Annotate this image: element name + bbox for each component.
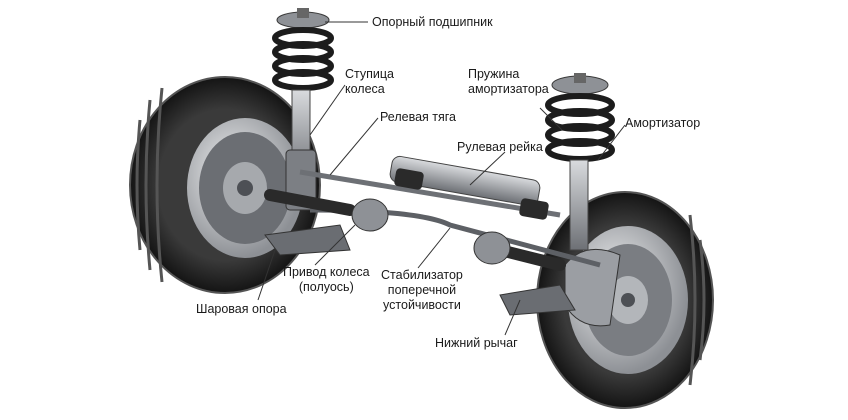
label-lower-arm: Нижний рычаг <box>435 336 518 350</box>
label-drive-shaft-line2: (полуось) <box>298 280 354 294</box>
label-top-mount: Опорный подшипник <box>372 15 493 29</box>
lower-arms <box>264 224 576 316</box>
label-steering-rack: Рулевая рейка <box>457 140 543 154</box>
leader-lines <box>257 21 626 336</box>
steering-rack <box>299 155 561 220</box>
label-hub: Ступица колеса <box>345 67 394 97</box>
label-stabilizer-line1: Стабилизатор <box>381 268 463 282</box>
label-hub-line2: колеса <box>345 82 385 96</box>
label-spring-line2: амортизатора <box>468 82 549 96</box>
drive-shafts <box>264 189 566 271</box>
label-ball-joint: Шаровая опора <box>196 302 287 316</box>
label-stabilizer-line3: устойчивости <box>383 298 461 312</box>
label-drive-shaft-line1: Привод колеса <box>283 265 370 279</box>
label-hub-line1: Ступица <box>345 67 395 81</box>
left-wheel <box>129 76 321 294</box>
label-shock: Амортизатор <box>625 116 701 130</box>
left-strut <box>272 8 334 211</box>
label-tie-rod: Релевая тяга <box>380 110 456 124</box>
right-strut <box>545 73 615 251</box>
label-stabilizer: Стабилизатор поперечной устойчивости <box>381 268 463 313</box>
label-stabilizer-line2: поперечной <box>387 283 457 297</box>
label-spring-line1: Пружина <box>468 67 520 81</box>
label-drive-shaft: Привод колеса (полуось) <box>283 265 370 295</box>
label-spring: Пружина амортизатора <box>468 67 549 97</box>
